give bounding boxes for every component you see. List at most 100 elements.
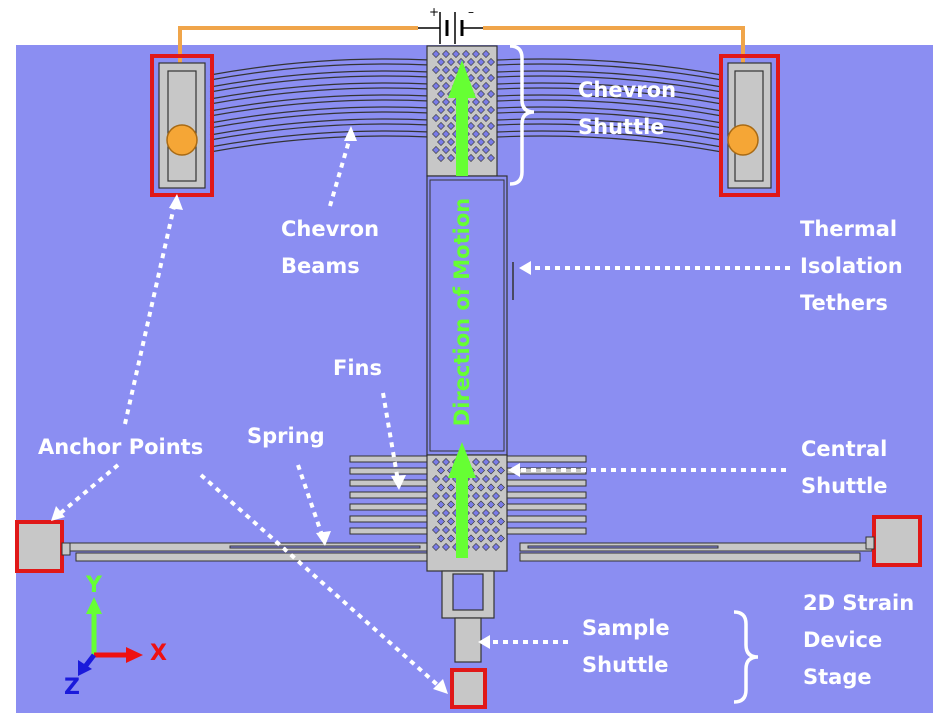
- perforation-hole: [437, 500, 445, 509]
- perforation-hole: [437, 517, 445, 526]
- battery-plus-sign: +: [429, 5, 439, 19]
- battery-icon: [418, 12, 483, 44]
- perforation-hole: [487, 90, 495, 98]
- perforation-hole: [492, 543, 500, 551]
- spring-label: Spring: [247, 424, 325, 448]
- perforation-hole: [447, 483, 455, 492]
- perforation-hole: [442, 82, 450, 90]
- perforation-hole: [487, 122, 495, 130]
- perforation-hole: [447, 74, 455, 82]
- perforation-hole: [442, 458, 450, 466]
- perforation-hole: [442, 526, 450, 534]
- axis-z-label: Z: [64, 675, 80, 700]
- perforation-hole: [482, 475, 490, 483]
- central-rod: [426, 175, 514, 456]
- perforation-hole: [477, 517, 485, 526]
- perforation-hole: [447, 122, 455, 130]
- perforation-hole: [447, 58, 455, 66]
- perforation-hole: [447, 534, 455, 543]
- perforation-hole: [432, 526, 440, 534]
- perforation-hole: [437, 106, 445, 114]
- perforation-hole: [437, 90, 445, 98]
- perforation-hole: [452, 50, 460, 58]
- left-anchor-pad: [150, 54, 214, 197]
- perforation-hole: [447, 106, 455, 114]
- perforation-hole: [477, 500, 485, 509]
- perforation-hole: [442, 543, 450, 551]
- perforation-hole: [432, 130, 440, 138]
- perforation-hole: [477, 90, 485, 98]
- perforation-hole: [467, 138, 475, 146]
- perforation-hole: [477, 534, 485, 543]
- perforation-hole: [497, 466, 505, 475]
- perforation-hole: [437, 74, 445, 82]
- perforation-hole: [477, 122, 485, 130]
- perforation-hole: [487, 58, 495, 66]
- perforation-hole: [472, 543, 480, 551]
- perforation-hole: [482, 543, 490, 551]
- perforation-hole: [467, 500, 475, 509]
- perforation-hole: [487, 138, 495, 146]
- perforation-hole: [477, 466, 485, 475]
- perforation-hole: [442, 66, 450, 74]
- perforation-hole: [467, 517, 475, 526]
- left-side-anchor: [15, 520, 71, 573]
- perforation-hole: [432, 98, 440, 106]
- perforation-hole: [482, 82, 490, 90]
- perforation-hole: [467, 483, 475, 492]
- perforation-hole: [472, 509, 480, 517]
- perforation-hole: [432, 492, 440, 500]
- perforation-hole: [482, 66, 490, 74]
- perforation-hole: [442, 50, 450, 58]
- perforation-hole: [492, 458, 500, 466]
- perforation-hole: [472, 114, 480, 122]
- perforation-hole: [472, 492, 480, 500]
- perforation-hole: [487, 466, 495, 475]
- perforation-hole: [432, 543, 440, 551]
- perforation-hole: [442, 492, 450, 500]
- perforation-hole: [447, 500, 455, 509]
- perforation-hole: [492, 475, 500, 483]
- bottom-anchor: [450, 668, 487, 709]
- perforation-hole: [477, 106, 485, 114]
- perforation-hole: [467, 534, 475, 543]
- perforation-hole: [447, 154, 455, 162]
- perforation-hole: [442, 98, 450, 106]
- perforation-hole: [487, 74, 495, 82]
- perforation-hole: [472, 82, 480, 90]
- direction-of-motion-label: Direction of Motion: [450, 197, 474, 427]
- perforation-hole: [497, 483, 505, 492]
- perforation-hole: [462, 50, 470, 58]
- perforation-hole: [477, 74, 485, 82]
- right-side-anchor: [865, 515, 922, 567]
- chevron-shuttle-brace: [509, 44, 535, 186]
- perforation-hole: [472, 98, 480, 106]
- perforation-hole: [447, 138, 455, 146]
- perforation-hole: [467, 106, 475, 114]
- perforation-hole: [482, 509, 490, 517]
- perforation-hole: [487, 534, 495, 543]
- perforation-hole: [477, 58, 485, 66]
- strain-stage-brace: [733, 610, 759, 704]
- chevron-beams: [209, 58, 723, 153]
- perforation-hole: [487, 154, 495, 162]
- perforation-hole: [432, 114, 440, 122]
- perforation-hole: [467, 154, 475, 162]
- perforation-hole: [472, 526, 480, 534]
- perforation-hole: [437, 154, 445, 162]
- perforation-hole: [437, 534, 445, 543]
- perforation-hole: [442, 146, 450, 154]
- perforation-hole: [497, 517, 505, 526]
- perforation-hole: [432, 458, 440, 466]
- perforation-hole: [467, 122, 475, 130]
- fins: [349, 455, 587, 535]
- perforation-hole: [472, 146, 480, 154]
- perforation-hole: [482, 146, 490, 154]
- fins-label: Fins: [333, 356, 382, 380]
